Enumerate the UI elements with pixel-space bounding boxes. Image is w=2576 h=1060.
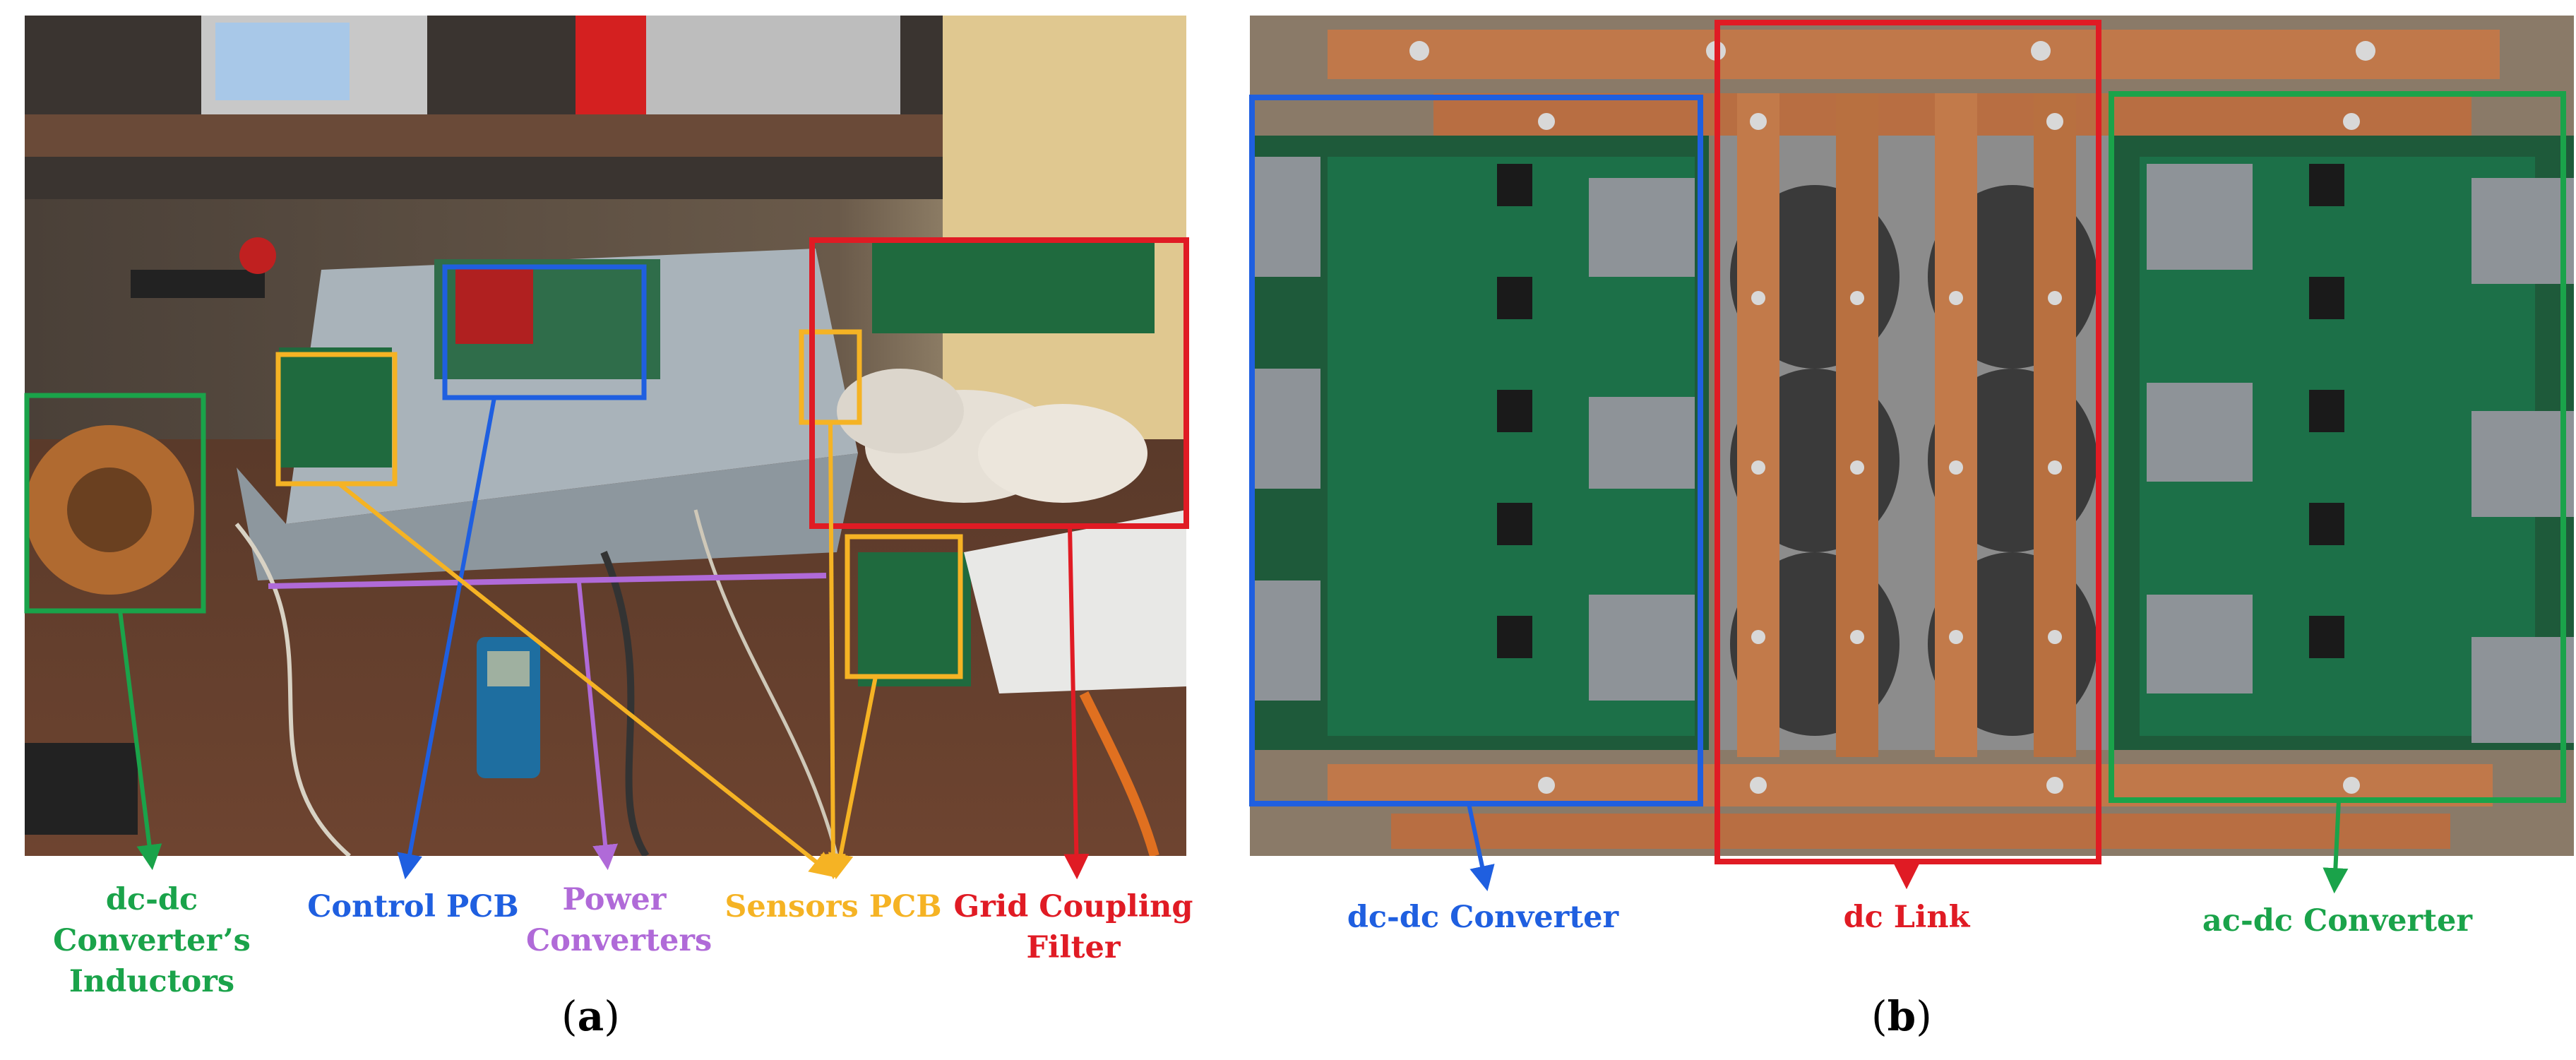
photo-panel-b [1250,16,2574,856]
sensors-pcb-label: Sensors PCB [724,889,942,924]
caption-a: (a) [561,992,620,1040]
inductors-label: dc-dc Converter’s Inductors [53,882,251,999]
caption-b: (b) [1871,992,1932,1040]
control-pcb-label: Control PCB [307,889,519,924]
converter-hardware-photo [1250,16,2574,856]
dc-link-label: dc Link [1843,900,1970,935]
power-converters-label: Power Converters [526,882,712,958]
acdc-converter-label: ac-dc Converter [2202,903,2473,939]
photo-panel-a [25,16,1186,856]
caption-a-letter: a [577,992,604,1040]
lab-setup-photo [25,16,1186,856]
caption-b-letter: b [1887,992,1916,1040]
dcdc-converter-label: dc-dc Converter [1347,900,1619,935]
grid-coupling-filter-label: Grid Coupling Filter [953,889,1193,965]
